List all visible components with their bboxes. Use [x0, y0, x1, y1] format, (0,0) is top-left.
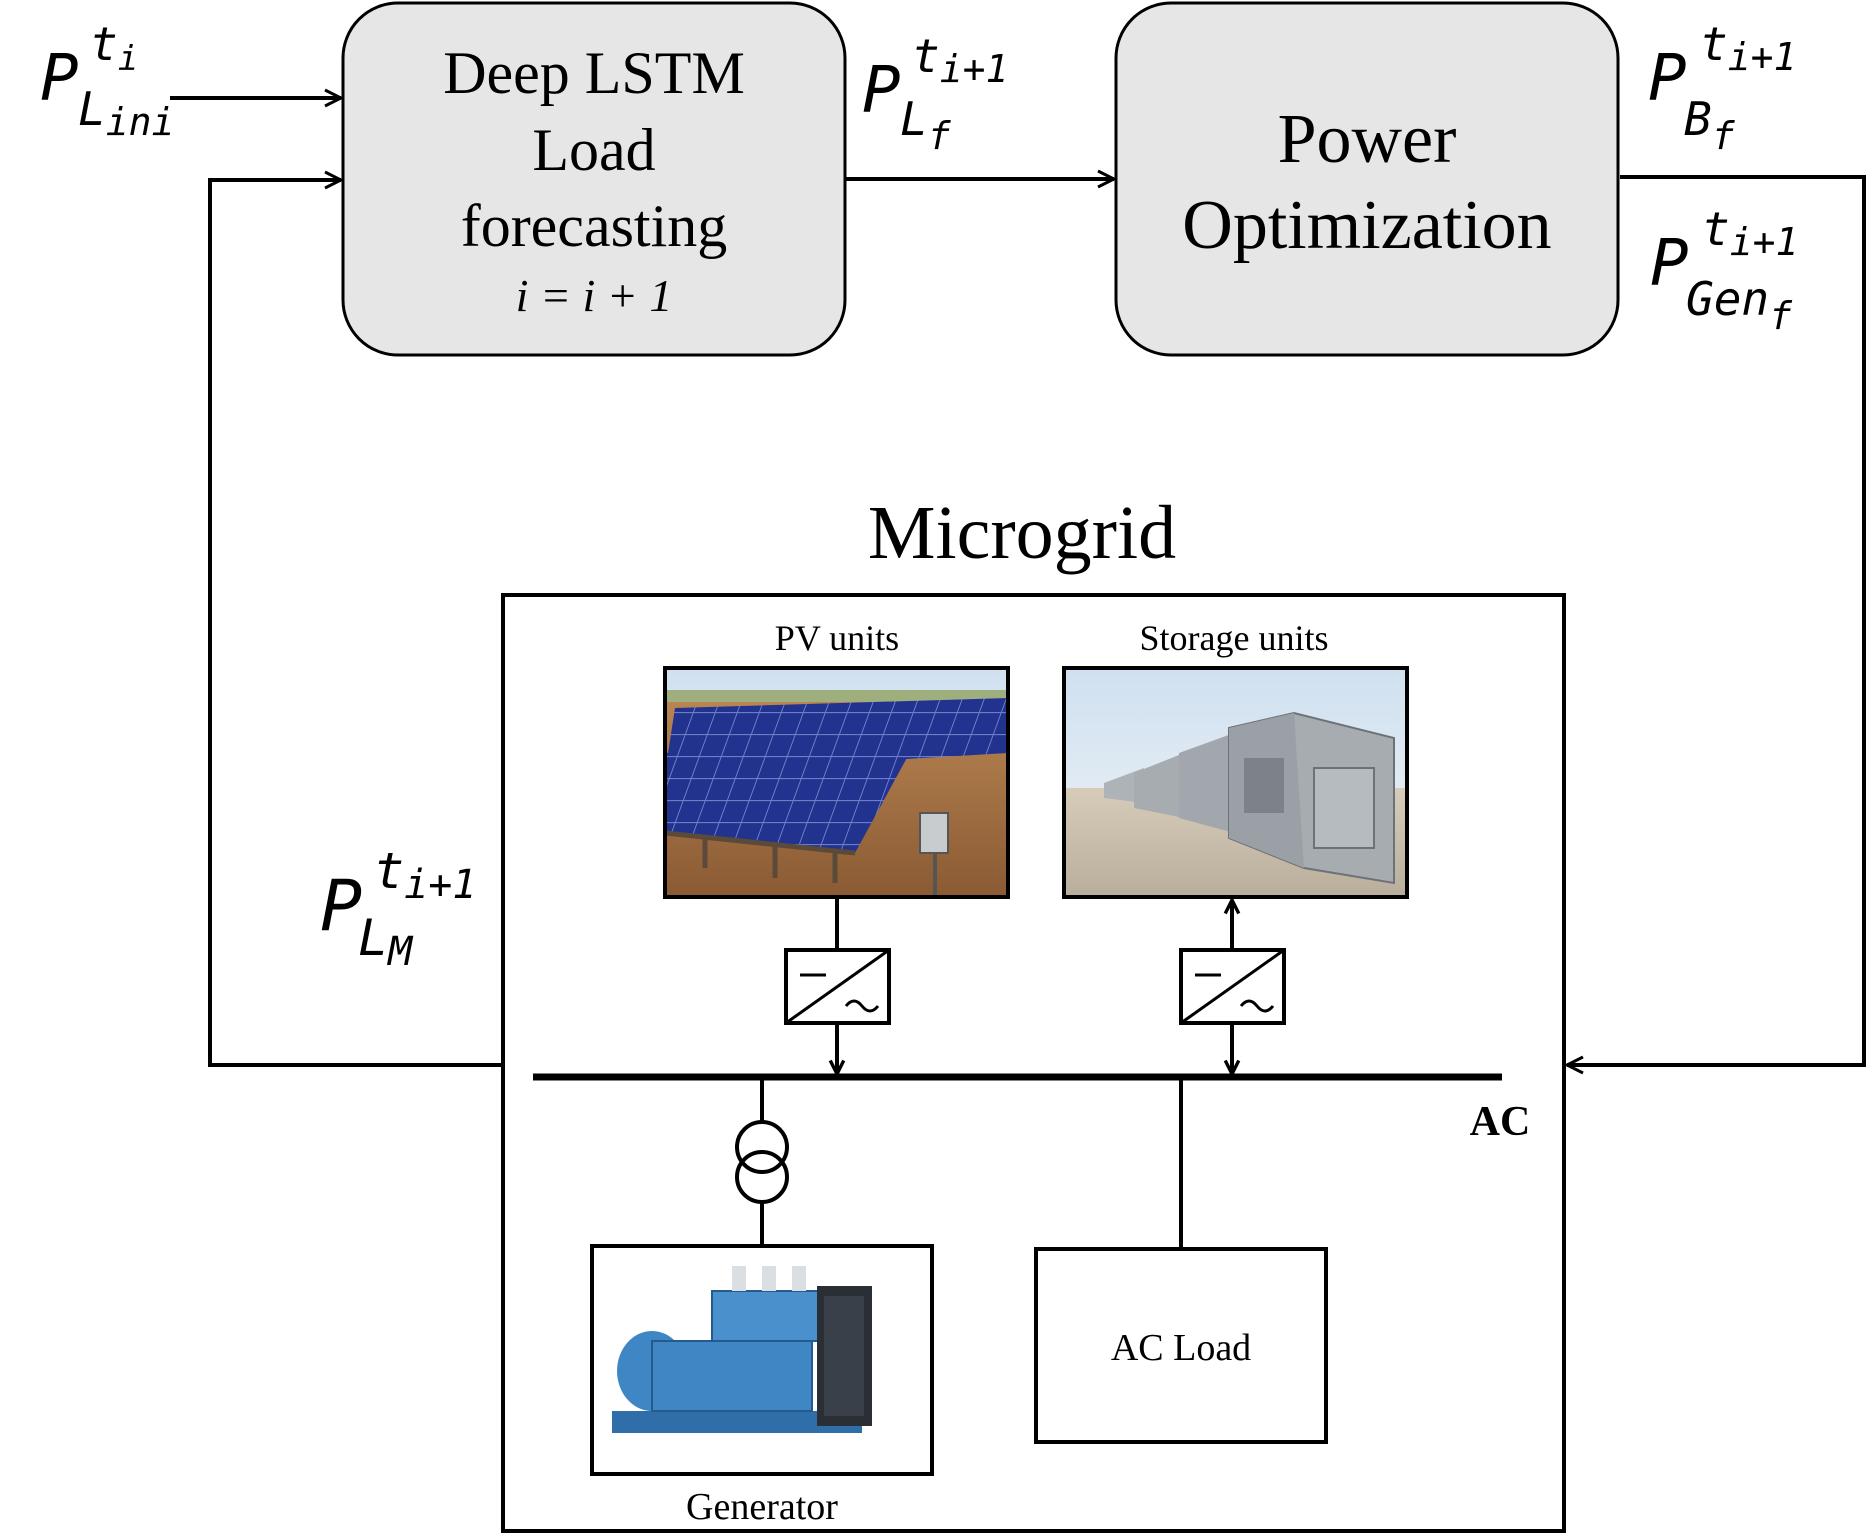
generator-label: Generator	[686, 1486, 838, 1528]
ac-bus-label: AC	[1470, 1099, 1531, 1145]
dc-ac-converter-icon	[784, 948, 891, 1025]
svg-text:ti+1: ti+1	[1700, 17, 1796, 79]
svg-text:P: P	[320, 865, 362, 947]
generator-photo-drawing	[592, 1246, 932, 1474]
svg-text:Bf: Bf	[1684, 92, 1736, 158]
lstm-iteration-formula: i = i + 1	[516, 270, 673, 321]
p-b-f-base: P	[1648, 42, 1687, 116]
optimization-title-line2: Optimization	[1182, 187, 1551, 264]
svg-text:P: P	[862, 54, 901, 128]
signal-p-l-m: P ti+1 LM	[320, 842, 476, 975]
generator-image	[590, 1244, 934, 1476]
power-optimization-block: Power Optimization	[1114, 1, 1620, 357]
microgrid-title: Microgrid	[868, 491, 1176, 575]
storage-photo-frame	[1062, 666, 1409, 899]
p-gen-f-sup: t	[1702, 202, 1730, 256]
lstm-forecasting-block: Deep LSTM Load forecasting i = i + 1	[341, 1, 847, 357]
p-l-m-sup: t	[374, 842, 404, 900]
signal-p-b-f: P ti+1 Bf	[1648, 17, 1796, 158]
svg-text:ti+1: ti+1	[912, 29, 1008, 91]
p-l-f-sub-sub: f	[928, 114, 952, 158]
svg-text:Lini: Lini	[78, 82, 174, 144]
svg-text:ti: ti	[90, 17, 138, 79]
p-l-m-base: P	[320, 865, 362, 947]
svg-text:P: P	[1650, 227, 1689, 301]
svg-text:ti+1: ti+1	[374, 842, 476, 908]
p-b-f-sup: t	[1700, 17, 1728, 71]
pv-photo-drawing	[665, 668, 1008, 897]
p-l-f-sup: t	[912, 29, 940, 83]
dc-ac-converter-icon	[1179, 948, 1286, 1025]
p-l-m-sup-sub: i+1	[404, 862, 476, 908]
signal-p-l-ini: P ti Lini	[40, 17, 174, 144]
ac-load-box	[1034, 1247, 1328, 1444]
p-l-f-sub: L	[900, 92, 928, 146]
p-l-ini-sup-sub: i	[118, 39, 138, 79]
p-gen-f-sub-sub: f	[1769, 294, 1793, 338]
arrow-feedback-to-lstm	[208, 180, 503, 1067]
microgrid-frame	[501, 593, 1566, 1533]
generator-photo-frame	[590, 1244, 934, 1476]
optimization-box	[1114, 1, 1620, 357]
p-l-f-sup-sub: i+1	[940, 47, 1009, 91]
pv-units-label: PV units	[775, 618, 899, 658]
p-l-ini-sup: t	[90, 17, 118, 71]
pv-units-image	[663, 666, 1010, 899]
p-l-m-sub: L	[358, 909, 388, 967]
storage-photo-drawing	[1064, 668, 1407, 897]
p-b-f-sub: B	[1684, 92, 1712, 146]
svg-text:Lf: Lf	[900, 92, 952, 158]
p-b-f-sub-sub: f	[1712, 114, 1736, 158]
p-l-ini-base: P	[40, 42, 79, 116]
svg-text:P: P	[40, 42, 79, 116]
arrow-optimization-to-microgrid	[1567, 175, 1866, 1065]
lstm-title-line2: Load	[532, 117, 655, 183]
p-l-m-sub-sub: M	[386, 929, 414, 975]
svg-text:P: P	[1648, 42, 1687, 116]
svg-text:ti+1: ti+1	[1702, 202, 1798, 264]
signal-p-gen-f: P ti+1 Genf	[1650, 202, 1798, 338]
p-l-ini-sub: L	[78, 82, 106, 136]
storage-units-label: Storage units	[1140, 618, 1329, 658]
optimization-title-line1: Power	[1278, 101, 1457, 178]
p-gen-f-sup-sub: i+1	[1730, 220, 1799, 264]
lstm-title-line1: Deep LSTM	[443, 40, 745, 106]
svg-text:Genf: Genf	[1686, 272, 1793, 338]
storage-units-image	[1062, 666, 1409, 899]
svg-text:LM: LM	[358, 909, 414, 975]
p-l-ini-sub-sub: ini	[106, 100, 175, 144]
p-gen-f-sub: Gen	[1686, 272, 1769, 326]
transformer-icon	[735, 1120, 789, 1204]
ac-load-label: AC Load	[1111, 1327, 1251, 1369]
p-b-f-sup-sub: i+1	[1728, 35, 1797, 79]
lstm-title-line3: forecasting	[461, 193, 728, 259]
p-l-f-base: P	[862, 54, 901, 128]
signal-p-l-f: P ti+1 Lf	[862, 29, 1008, 158]
p-gen-f-base: P	[1650, 227, 1689, 301]
